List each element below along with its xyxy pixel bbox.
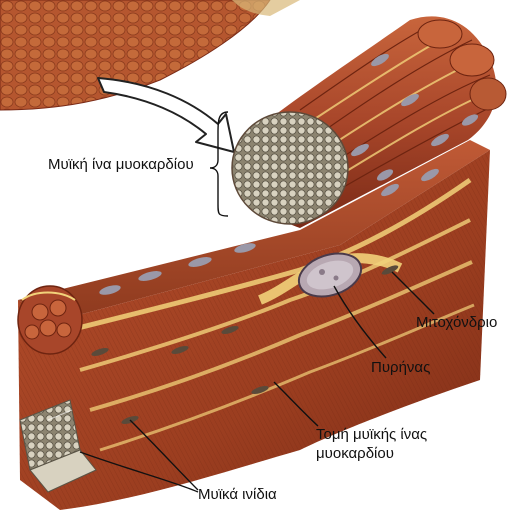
fiber-section-label-line1: Τομή μυϊκής ίνας [316,426,427,443]
zoom-arrow [98,78,234,152]
mitochondrion-label: Μιτοχόνδριο [416,313,497,332]
fiber-section-label-line2: μυοκαρδίου [316,444,427,463]
nucleus-label: Πυρήνας [371,358,430,377]
fiber-end-cap [18,286,82,354]
muscle-fiber-label: Μυϊκή ίνα μυοκαρδίου [48,155,194,174]
fiber-section-label: Τομή μυϊκής ίνας μυοκαρδίου [316,425,427,463]
myofibrils-label: Μυϊκά ινίδια [198,485,277,504]
